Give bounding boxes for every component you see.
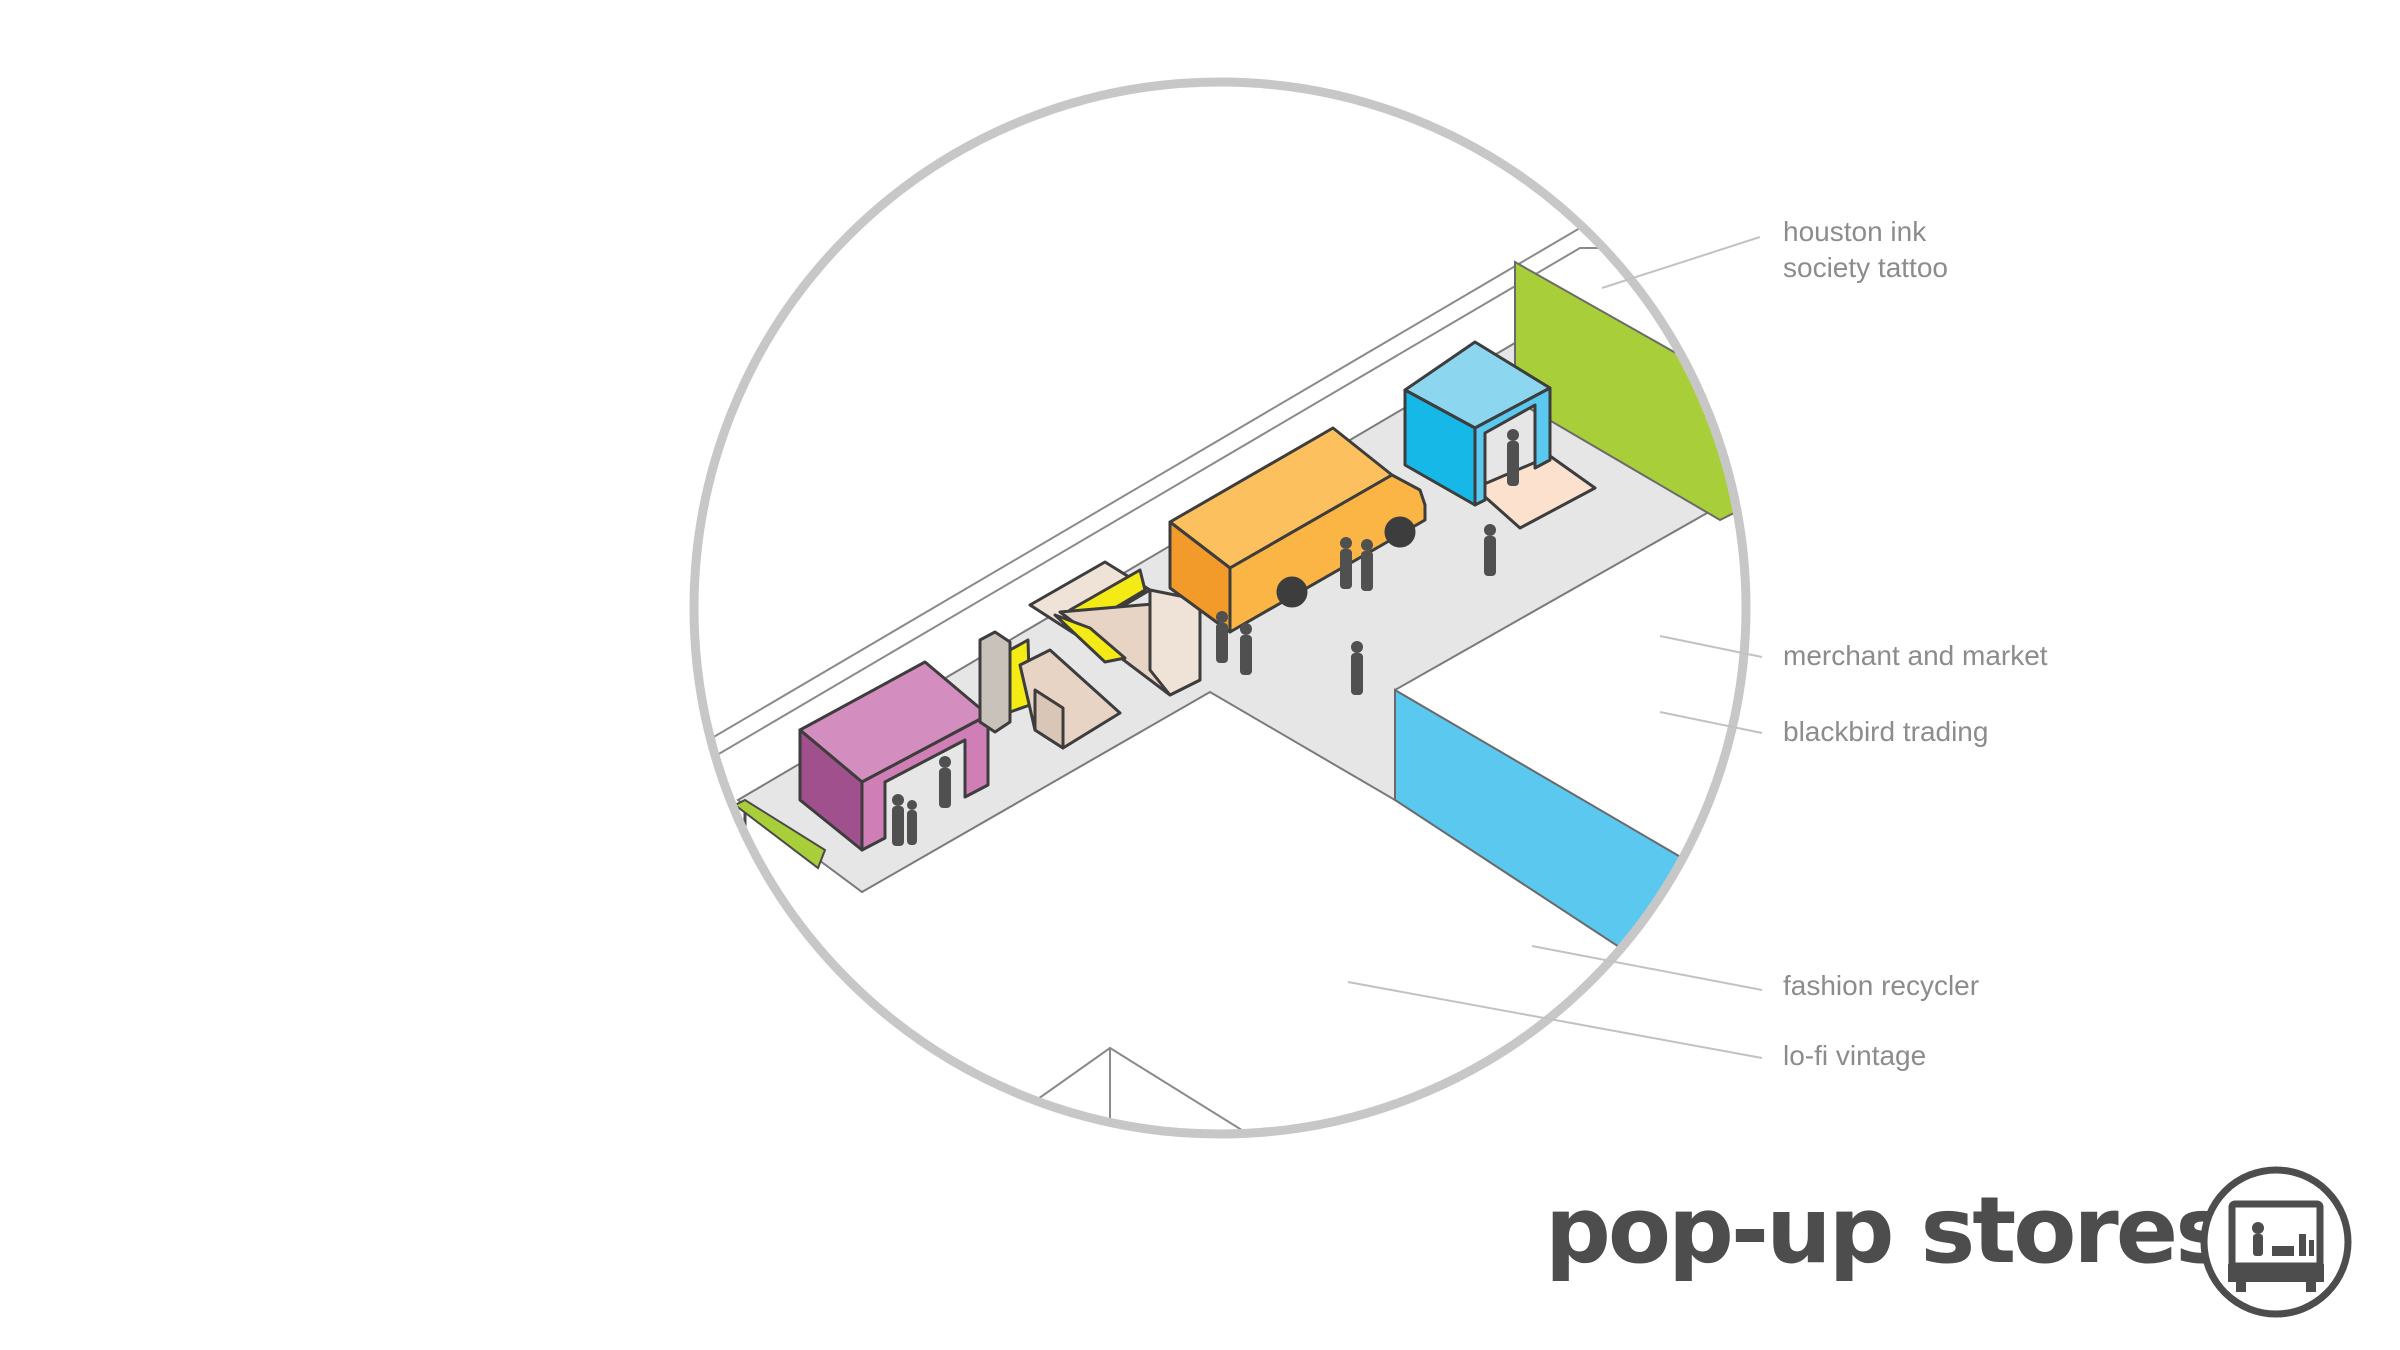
pedestrian-silhouettes <box>892 429 1519 846</box>
green-railing <box>733 798 827 870</box>
label-blackbird-trading: blackbird trading <box>1783 716 1989 747</box>
cyan-pop-up-cube <box>1403 340 1597 530</box>
pop-up-store-badge-icon <box>2200 1166 2352 1318</box>
orange-food-truck <box>1168 426 1427 634</box>
label-fashion-recycler: fashion recycler <box>1783 970 1980 1001</box>
building-roof-line <box>979 1046 1291 1134</box>
label-lo-fi-vintage: lo-fi vintage <box>1783 1040 1927 1071</box>
leader-lines <box>1347 236 1763 1059</box>
magnified-view <box>699 227 1746 1134</box>
concrete-bench-sculpture <box>978 630 1122 750</box>
label-line: society tattoo <box>1783 252 1948 283</box>
page-title: pop-up stores <box>1545 1177 2230 1284</box>
wooden-kiosk <box>1028 560 1202 697</box>
label-merchant-and-market: merchant and market <box>1783 640 2048 671</box>
label-line: houston ink <box>1783 216 1927 247</box>
label-houston-ink-society-tattoo: houston ink society tattoo <box>1783 214 1948 286</box>
magnifier-circle <box>689 77 1751 1139</box>
